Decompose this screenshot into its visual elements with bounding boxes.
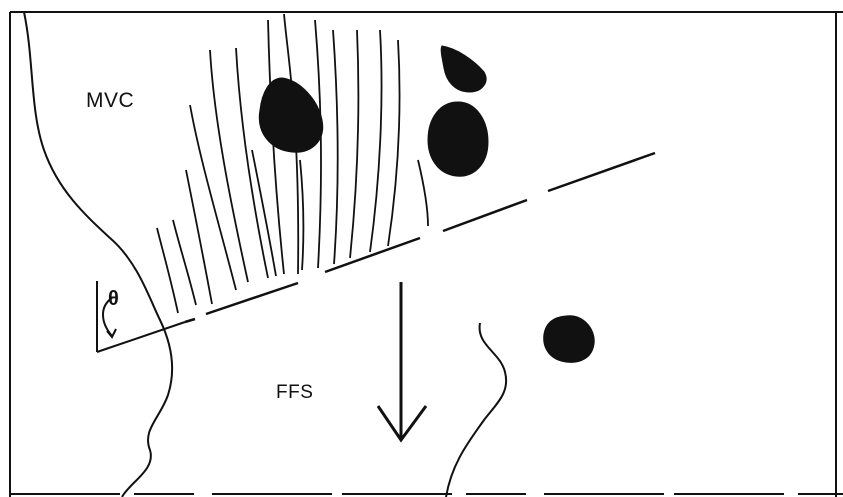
streamline	[300, 160, 303, 270]
streamline	[190, 105, 236, 290]
ffs-label: FFS	[276, 382, 313, 404]
particle-teardrop	[441, 46, 486, 92]
theta-label: θ	[108, 288, 119, 311]
particle-lower-right	[544, 316, 595, 363]
right-boundary-curve	[446, 323, 506, 497]
flow-arrow	[378, 282, 426, 440]
left-boundary-curve	[24, 12, 172, 497]
mvc-label: MVC	[86, 89, 134, 113]
streamline	[350, 30, 358, 258]
streamline	[370, 30, 382, 252]
streamline	[388, 40, 400, 246]
streamline	[157, 228, 178, 313]
frame	[10, 12, 843, 497]
streamline	[173, 220, 196, 305]
interface-dashed-line	[185, 153, 655, 322]
streamline	[333, 30, 338, 264]
streamlines	[157, 14, 428, 313]
streamline	[236, 48, 268, 278]
angle-base-line	[97, 322, 185, 352]
streamline	[210, 50, 248, 282]
streamline	[418, 160, 428, 226]
particle-large-left	[259, 78, 322, 152]
particle-large-right	[428, 102, 488, 176]
